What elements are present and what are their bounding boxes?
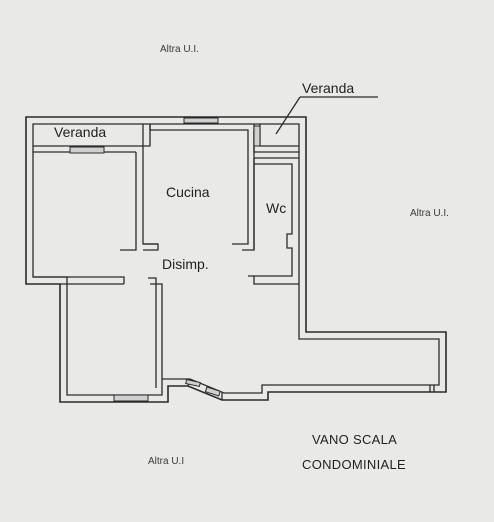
label-wc: Wc: [266, 200, 287, 216]
bottom-door: [185, 378, 223, 400]
label-veranda-left: Veranda: [54, 124, 107, 140]
label-top-unit: Altra U.I.: [160, 44, 199, 55]
veranda-leader: [275, 96, 378, 135]
outer-walls: [25, 116, 447, 403]
label-condominiale: CONDOMINIALE: [302, 457, 407, 472]
label-disimp: Disimp.: [162, 256, 209, 272]
veranda-left: [33, 124, 151, 154]
label-bottom-unit: Altra U.I: [148, 456, 185, 467]
stair-corridor: [429, 385, 435, 392]
label-right-unit: Altra U.I.: [410, 208, 449, 219]
wc-walls: [248, 124, 299, 285]
room-lower: [113, 277, 163, 402]
label-cucina: Cucina: [166, 184, 210, 200]
label-veranda-top: Veranda: [302, 80, 355, 96]
label-vano-scala: VANO SCALA: [312, 432, 398, 447]
